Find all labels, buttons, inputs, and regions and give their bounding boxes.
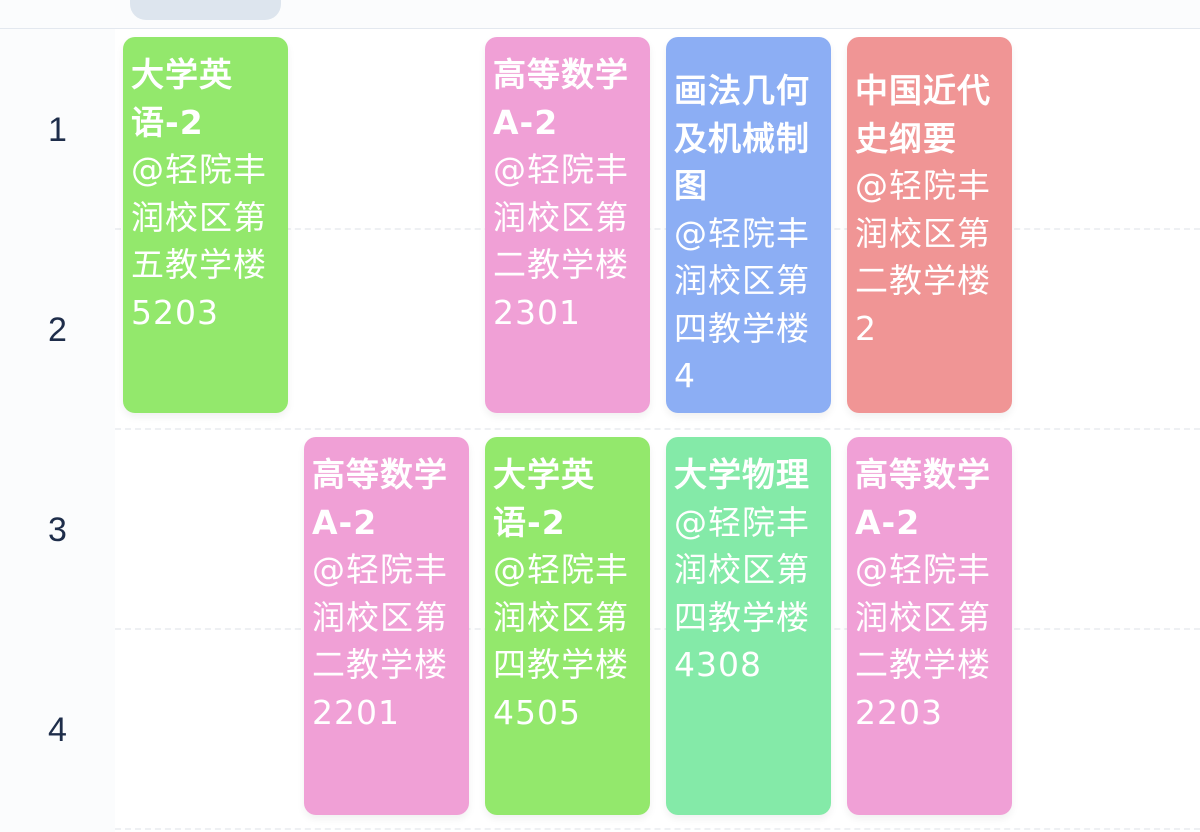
course-name: 高等数学A-2 (855, 455, 991, 542)
course-location: @轻院丰润校区第四教学楼4308 (674, 502, 810, 685)
course-card[interactable]: 中国近代史纲要 @轻院丰润校区第二教学楼2 (847, 37, 1012, 413)
period-column (0, 29, 115, 832)
course-location: @轻院丰润校区第二教学楼2 (855, 166, 991, 348)
course-card[interactable]: 高等数学A-2 @轻院丰润校区第二教学楼2201 (304, 437, 469, 815)
week-tab-pill[interactable] (130, 0, 281, 20)
row-divider (115, 828, 1200, 830)
course-name: 高等数学A-2 (312, 455, 448, 542)
course-name: 大学英语-2 (493, 455, 595, 542)
period-label-1: 1 (48, 111, 67, 149)
period-label-3: 3 (48, 511, 67, 549)
course-location: @轻院丰润校区第二教学楼2201 (312, 550, 448, 732)
course-name: 中国近代史纲要 (855, 71, 991, 158)
course-location: @轻院丰润校区第四教学楼4 (674, 213, 810, 396)
course-card[interactable]: 大学物理 @轻院丰润校区第四教学楼4308 (666, 437, 831, 815)
course-name: 大学英语-2 (131, 55, 233, 142)
period-label-2: 2 (48, 311, 67, 349)
course-location: @轻院丰润校区第四教学楼4505 (493, 550, 629, 732)
course-card[interactable]: 高等数学A-2 @轻院丰润校区第二教学楼2301 (485, 37, 650, 413)
period-label-4: 4 (48, 711, 67, 749)
course-location: @轻院丰润校区第二教学楼2203 (855, 550, 991, 732)
course-location: @轻院丰润校区第二教学楼2301 (493, 150, 629, 332)
course-name: 大学物理 (674, 455, 810, 494)
top-bar (0, 0, 1200, 29)
row-divider (115, 428, 1200, 430)
course-name: 画法几何及机械制图 (674, 71, 810, 205)
course-card[interactable]: 大学英语-2 @轻院丰润校区第五教学楼5203 (123, 37, 288, 413)
course-location: @轻院丰润校区第五教学楼5203 (131, 150, 267, 332)
row-divider (115, 628, 1200, 630)
row-divider (115, 228, 1200, 230)
course-card[interactable]: 高等数学A-2 @轻院丰润校区第二教学楼2203 (847, 437, 1012, 815)
course-card[interactable]: 画法几何及机械制图 @轻院丰润校区第四教学楼4 (666, 37, 831, 413)
course-name: 高等数学A-2 (493, 55, 629, 142)
course-card[interactable]: 大学英语-2 @轻院丰润校区第四教学楼4505 (485, 437, 650, 815)
